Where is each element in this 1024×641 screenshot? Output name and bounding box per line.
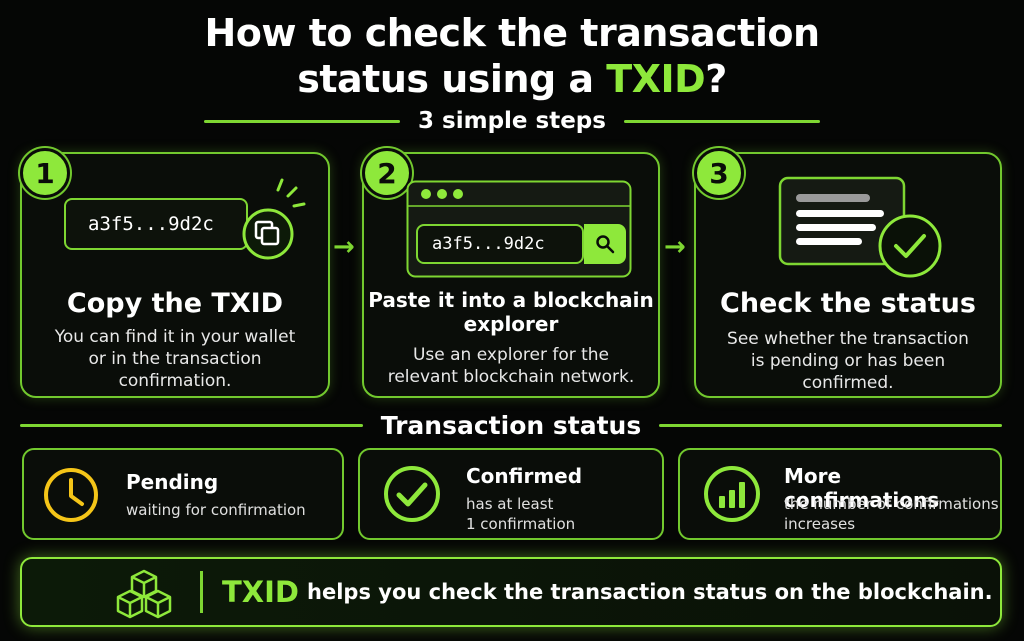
title-prefix: status using a <box>297 57 607 101</box>
title-suffix: ? <box>705 57 727 101</box>
step-2-title-line-2: explorer <box>463 312 559 336</box>
title-highlight: TXID <box>606 57 706 101</box>
clock-icon <box>44 468 98 522</box>
banner-message: helps you check the transaction status o… <box>307 580 993 604</box>
step-3-desc-line-3: confirmed. <box>802 373 894 393</box>
status-card-desc-line-1: the number of confirmations <box>784 495 999 513</box>
search-icon <box>596 235 615 254</box>
status-card-desc: has at least 1 confirmation <box>466 494 575 534</box>
arrow-right-icon: → <box>664 232 686 262</box>
step-1-txid-box: a3f5...9d2c <box>64 198 248 250</box>
status-card-title: More confirmations <box>784 464 940 512</box>
step-2-title: Paste it into a blockchain explorer <box>364 288 658 336</box>
title-line-1: How to check the transaction <box>204 11 820 55</box>
copy-icon <box>242 178 306 260</box>
bar-chart-icon <box>704 466 760 522</box>
step-2-title-line-1: Paste it into a blockchain <box>368 288 654 312</box>
status-card-desc: waiting for confirmation <box>126 501 306 519</box>
explorer-search-button <box>584 224 626 264</box>
status-card-desc-line-1: has at least <box>466 495 554 513</box>
subtitle-divider-left <box>204 119 401 123</box>
status-card-desc-line-2: increases <box>784 515 856 533</box>
step-1-card: 1 a3f5...9d2c Copy the TXID You can find… <box>20 148 330 398</box>
step-2-desc-line-2: relevant blockchain network. <box>387 367 635 387</box>
status-card-confirmed: Confirmed has at least 1 confirmation <box>358 448 664 540</box>
status-heading: Transaction status <box>380 410 642 440</box>
status-card-title: Confirmed <box>466 464 583 488</box>
step-3-number: 3 <box>694 148 744 198</box>
status-heading-row: Transaction status <box>20 408 1002 442</box>
step-1-desc: You can find it in your wallet or in the… <box>22 326 328 392</box>
step-1-desc-line-2: or in the transaction <box>88 349 262 369</box>
document-check-icon <box>778 176 942 278</box>
status-card-desc: the number of confirmations increases <box>784 494 999 534</box>
step-2-desc: Use an explorer for the relevant blockch… <box>364 344 658 388</box>
status-card-desc-line-2: 1 confirmation <box>466 515 576 533</box>
status-card-more-confirmations: More confirmations the number of confirm… <box>678 448 1002 540</box>
step-1-title: Copy the TXID <box>66 288 284 319</box>
status-divider-right <box>659 423 1002 427</box>
page-title: How to check the transaction status usin… <box>0 10 1024 102</box>
banner-highlight: TXID <box>222 575 300 609</box>
step-2-desc-line-1: Use an explorer for the <box>412 345 610 365</box>
step-1-desc-line-3: confirmation. <box>118 371 232 391</box>
blocks-icon <box>116 569 172 619</box>
subtitle-row: 3 simple steps <box>0 104 1024 138</box>
step-3-card: 3 Check the status See whether the trans… <box>694 148 1002 398</box>
status-card-pending: Pending waiting for confirmation <box>22 448 344 540</box>
subtitle: 3 simple steps <box>418 108 606 134</box>
explorer-search-input: a3f5...9d2c <box>416 224 584 264</box>
step-3-desc-line-1: See whether the transaction <box>727 329 969 349</box>
banner-text: TXID helps you check the transaction sta… <box>222 559 993 625</box>
summary-banner: TXID helps you check the transaction sta… <box>20 557 1002 627</box>
step-3-desc: See whether the transaction is pending o… <box>696 328 1000 394</box>
step-3-title: Check the status <box>720 288 976 319</box>
title-line-2: status using a TXID? <box>0 56 1024 102</box>
step-1-number: 1 <box>20 148 70 198</box>
status-card-title: Pending <box>126 470 219 494</box>
step-2-number: 2 <box>362 148 412 198</box>
step-2-card: 2 a3f5...9d2c Paste it into a blockchain… <box>362 148 660 398</box>
status-divider-left <box>20 423 363 427</box>
banner-divider <box>200 571 203 613</box>
subtitle-divider-right <box>623 119 820 123</box>
step-1-desc-line-1: You can find it in your wallet <box>54 327 296 347</box>
check-circle-icon <box>384 466 440 522</box>
arrow-right-icon: → <box>333 232 355 262</box>
step-3-desc-line-2: is pending or has been <box>750 351 946 371</box>
